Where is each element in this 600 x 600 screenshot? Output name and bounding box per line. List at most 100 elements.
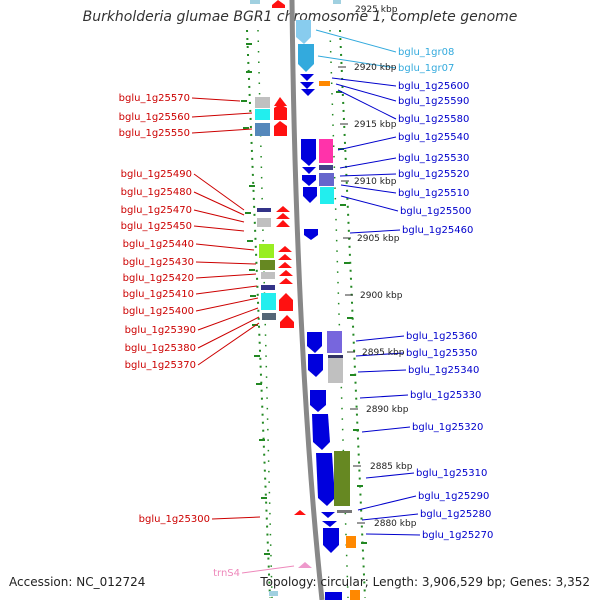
right-connector-bglu-1g25290 (357, 495, 417, 511)
left-label-bglu-1g25370[interactable]: bglu_1g25370 (125, 360, 196, 371)
left-label-bglu-1g25490[interactable]: bglu_1g25490 (121, 169, 192, 180)
red-gene-25410 (279, 293, 293, 311)
right-label-bglu-1g25320[interactable]: bglu_1g25320 (412, 422, 483, 433)
gray-gene-25340 (328, 358, 343, 383)
label-connectors (191, 29, 421, 574)
navy-gene-25350 (328, 355, 343, 358)
cyan-fragment-top-left (250, 0, 260, 4)
right-label-bglu-1g25520[interactable]: bglu_1g25520 (398, 169, 469, 180)
right-label-bglu-1g25270[interactable]: bglu_1g25270 (422, 530, 493, 541)
left-label-bglu-1g25440[interactable]: bglu_1g25440 (123, 239, 194, 250)
cyan-fragment-top-right (333, 0, 341, 4)
cyan-fragment-bottom (269, 591, 278, 596)
right-label-bglu-1g25330[interactable]: bglu_1g25330 (410, 390, 481, 401)
left-connector-bglu-1g25550 (191, 128, 253, 134)
right-label-bglu-1g25590[interactable]: bglu_1g25590 (398, 96, 469, 107)
rrna-gene-gr08 (296, 20, 311, 44)
magenta-gene-25540 (319, 139, 333, 163)
right-label-bglu-1g25540[interactable]: bglu_1g25540 (398, 132, 469, 143)
right-label-bglu-1g25360[interactable]: bglu_1g25360 (406, 331, 477, 342)
right-connector-bglu-1g25510 (340, 184, 397, 194)
right-connector-bglu-1g25330 (359, 394, 409, 399)
left-label-bglu-1g25390[interactable]: bglu_1g25390 (125, 325, 196, 336)
pink-gene-trnS4 (298, 562, 312, 568)
left-label-bglu-1g25480[interactable]: bglu_1g25480 (121, 187, 192, 198)
left-connector-bglu-1g25440 (195, 243, 255, 251)
left-label-bglu-1g25470[interactable]: bglu_1g25470 (121, 205, 192, 216)
kbp-label-2880-kbp: 2880 kbp (374, 519, 417, 529)
left-label-bglu-1g25430[interactable]: bglu_1g25430 (123, 257, 194, 268)
slate-gene-25360 (327, 331, 342, 353)
right-connector-bglu-1g25540 (337, 136, 397, 151)
right-label-bglu-1g25460[interactable]: bglu_1g25460 (402, 225, 473, 236)
left-connector-bglu-1g25380 (197, 316, 260, 349)
left-label-trns4[interactable]: trnS4 (213, 568, 240, 579)
navy-gene-25410 (261, 285, 275, 290)
right-label-bglu-1g25340[interactable]: bglu_1g25340 (408, 365, 479, 376)
map-title: Burkholderia glumae BGR1 chromosome 1, c… (82, 9, 518, 25)
blue-gene-25360 (307, 332, 322, 353)
right-label-bglu-1g25500[interactable]: bglu_1g25500 (400, 206, 471, 217)
steelblue-gene-25550 (255, 123, 270, 136)
kbp-label-2900-kbp: 2900 kbp (360, 291, 403, 301)
left-label-bglu-1g25420[interactable]: bglu_1g25420 (123, 273, 194, 284)
right-label-bglu-1g25510[interactable]: bglu_1g25510 (398, 188, 469, 199)
gray-gene-25290 (337, 510, 352, 513)
blue-gene-25460 (304, 229, 318, 240)
left-label-bglu-1g25570[interactable]: bglu_1g25570 (119, 93, 190, 104)
red-gene-25380 (280, 315, 294, 328)
left-label-bglu-1g25400[interactable]: bglu_1g25400 (123, 306, 194, 317)
left-connector-bglu-1g25390 (197, 307, 259, 331)
left-connector-bglu-1g25490 (193, 173, 245, 211)
red-gene-25550 (274, 121, 287, 136)
right-connector-bglu-1g25520 (339, 173, 397, 177)
olive-gene-25310 (334, 451, 350, 506)
left-outer-dotted-track (246, 29, 271, 599)
right-label-bglu-1gr07[interactable]: bglu_1gr07 (398, 63, 454, 74)
left-connector-bglu-1g25410 (195, 285, 258, 295)
right-label-bglu-1g25290[interactable]: bglu_1g25290 (418, 491, 489, 502)
slate-gene-25510 (319, 173, 334, 186)
gray-gene-25420 (261, 272, 275, 279)
slate-gene-25390 (262, 313, 276, 320)
left-connector-bglu-1g25420 (195, 273, 257, 279)
red-gene-25560 (274, 104, 287, 120)
right-label-bglu-1g25600[interactable]: bglu_1g25600 (398, 81, 469, 92)
red-gene-25420 (279, 278, 293, 284)
right-label-bglu-1gr08[interactable]: bglu_1gr08 (398, 47, 454, 58)
red-gene-top (272, 0, 285, 8)
cyan-gene-25500 (320, 187, 334, 204)
left-label-bglu-1g25550[interactable]: bglu_1g25550 (119, 128, 190, 139)
blue-gene-25350 (308, 354, 323, 377)
right-connector-bglu-1g25600 (331, 77, 397, 87)
blue-gene-25310 (316, 453, 335, 506)
left-label-bglu-1g25300[interactable]: bglu_1g25300 (139, 514, 210, 525)
right-label-bglu-1g25530[interactable]: bglu_1g25530 (398, 153, 469, 164)
red-gene-25570 (274, 97, 287, 106)
right-label-bglu-1g25350[interactable]: bglu_1g25350 (406, 348, 477, 359)
left-label-bglu-1g25450[interactable]: bglu_1g25450 (121, 221, 192, 232)
blue-gene-25330 (310, 390, 326, 412)
red-gene-25430 (279, 270, 293, 276)
left-connector-bglu-1g25300 (211, 516, 261, 520)
kbp-label-2890-kbp: 2890 kbp (366, 405, 409, 415)
left-label-bglu-1g25560[interactable]: bglu_1g25560 (119, 112, 190, 123)
right-connector-bglu-1g25350 (355, 352, 405, 357)
kbp-label-2910-kbp: 2910 kbp (354, 177, 397, 187)
left-connector-bglu-1g25430 (195, 261, 257, 265)
blue-gene-25530 (302, 167, 316, 174)
right-label-bglu-1g25280[interactable]: bglu_1g25280 (420, 509, 491, 520)
blue-gene-25540 (301, 139, 316, 166)
topology-label: Topology: circular; Length: 3,906,529 bp… (260, 575, 590, 589)
right-connector-bglu-1g25590 (335, 83, 397, 102)
right-connector-bglu-1g25580 (337, 89, 397, 120)
left-connector-bglu-1g25400 (195, 297, 259, 312)
right-label-bglu-1g25580[interactable]: bglu_1g25580 (398, 114, 469, 125)
left-label-bglu-1g25380[interactable]: bglu_1g25380 (125, 343, 196, 354)
right-label-bglu-1g25310[interactable]: bglu_1g25310 (416, 468, 487, 479)
blue-gene-25580 (301, 89, 315, 96)
left-label-bglu-1g25410[interactable]: bglu_1g25410 (123, 289, 194, 300)
rrna-gene-gr07 (298, 44, 314, 72)
right-connector-bglu-1g25280 (361, 513, 419, 521)
